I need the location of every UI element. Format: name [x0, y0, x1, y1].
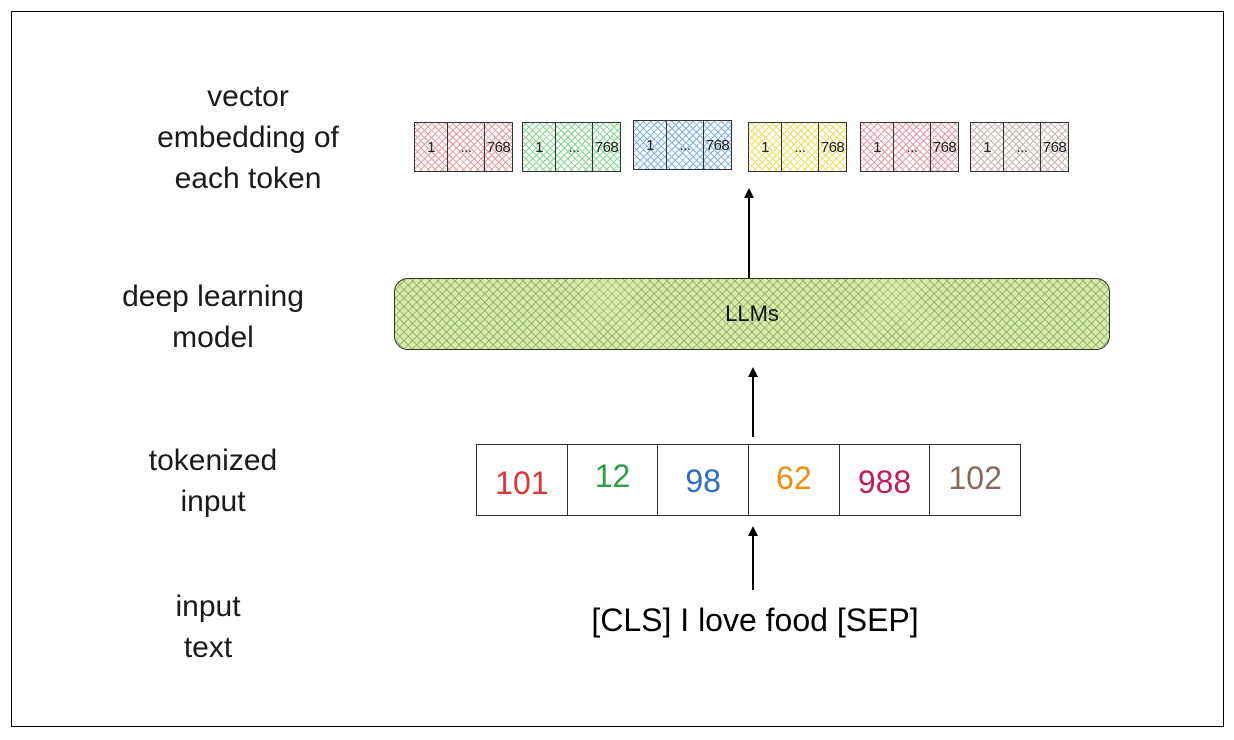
embedding-cell-first: 1	[861, 123, 894, 171]
embedding-cell-last: 768	[820, 138, 845, 156]
embedding-cell-middle: ...	[1004, 123, 1041, 171]
embedding-cell-last: 768	[486, 138, 511, 156]
label-input-text: input text	[108, 586, 308, 668]
tokenized-input-box: 101 12 98 62 988 102	[476, 444, 1021, 516]
label-tokenized-line-1: tokenized	[148, 444, 278, 477]
label-tokenized-line-2: input	[180, 485, 246, 518]
label-input-line-2: text	[183, 631, 233, 664]
embedding-cell-middle: ...	[667, 121, 704, 169]
embedding-vector: 1...768	[522, 122, 621, 172]
embedding-cell-last: 768	[932, 138, 957, 156]
label-model-line-1: deep learning	[122, 280, 304, 313]
label-input-line-1: input	[175, 590, 241, 623]
embedding-cell-first: 1	[523, 123, 556, 171]
embedding-cell-first: 1	[749, 123, 782, 171]
llm-model-box: LLMs	[394, 278, 1110, 350]
token-cell: 98	[658, 445, 750, 515]
token-cell: 988	[840, 445, 931, 515]
embedding-cell-middle: ...	[782, 123, 819, 171]
token-id: 101	[495, 464, 549, 501]
embedding-vector: 1...768	[748, 122, 847, 172]
token-id: 62	[776, 459, 812, 496]
diagram-frame	[11, 11, 1224, 727]
token-id: 988	[857, 463, 912, 500]
embedding-vector: 1...768	[414, 122, 513, 172]
embedding-cell-last: 768	[594, 138, 619, 156]
token-cell: 102	[930, 445, 1020, 515]
embedding-cell-first: 1	[415, 123, 448, 171]
token-id: 12	[594, 457, 631, 494]
embedding-vector: 1...768	[860, 122, 959, 172]
embedding-cell-middle: ...	[556, 123, 593, 171]
token-cell: 101	[477, 445, 568, 515]
label-deep-learning-model: deep learning model	[85, 276, 341, 358]
label-model-line-2: model	[172, 321, 254, 354]
embedding-vector: 1...768	[970, 122, 1069, 172]
input-text-sentence: [CLS] I love food [SEP]	[591, 602, 919, 638]
embedding-cell-first: 1	[971, 123, 1004, 171]
label-vector-line-2: embedding of	[157, 121, 339, 154]
llm-label: LLMs	[725, 301, 779, 326]
label-vector-line-1: vector	[207, 80, 289, 113]
token-cell: 12	[568, 445, 659, 515]
embedding-cell-last: 768	[705, 136, 730, 154]
embedding-vector: 1...768	[633, 120, 732, 170]
label-vector-embedding: vector embedding of each token	[130, 76, 366, 199]
token-cell: 62	[749, 445, 840, 515]
label-vector-line-3: each token	[174, 162, 322, 195]
embedding-cell-middle: ...	[448, 123, 485, 171]
embedding-cell-last: 768	[1042, 138, 1067, 156]
token-id: 102	[948, 459, 1002, 496]
label-tokenized-input: tokenized input	[110, 440, 316, 522]
embedding-cell-first: 1	[634, 121, 667, 169]
token-id: 98	[685, 462, 721, 499]
embedding-cell-middle: ...	[894, 123, 931, 171]
